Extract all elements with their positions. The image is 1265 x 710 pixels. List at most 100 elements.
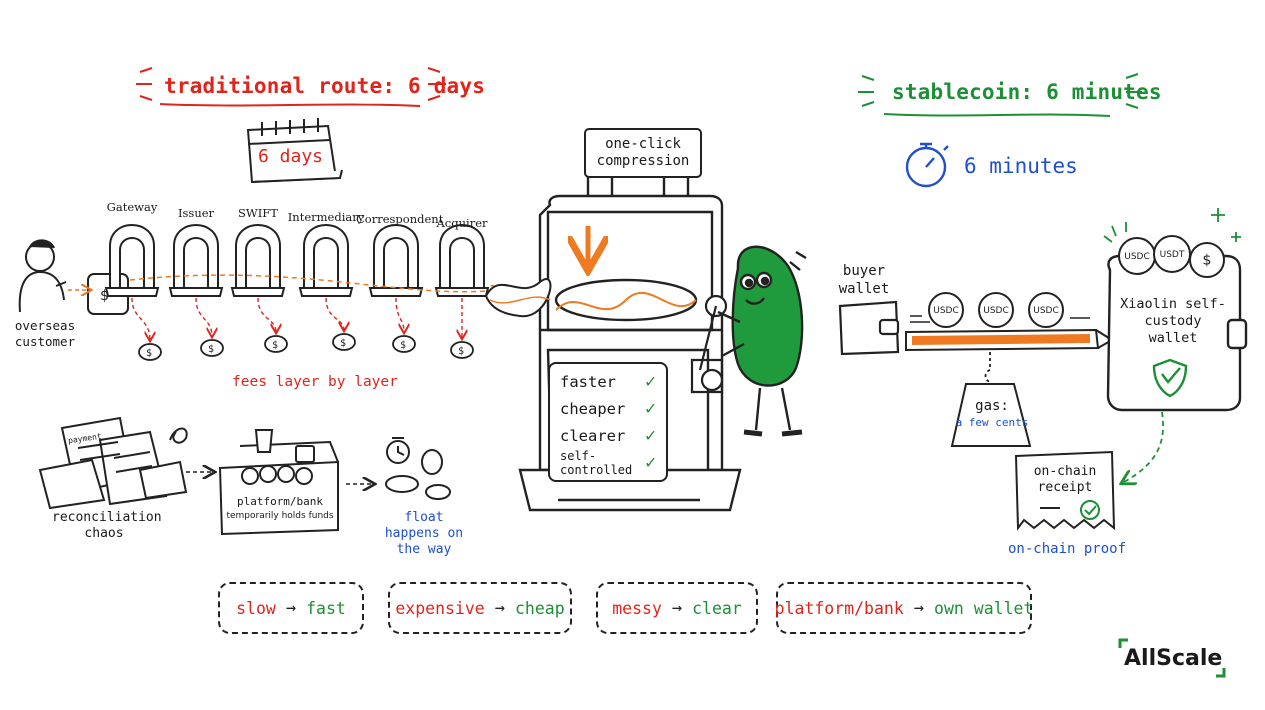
comparison-to: fast: [306, 598, 346, 618]
traditional-route-title: traditional route: 6 days: [164, 74, 486, 98]
reconciliation-chaos-label: reconciliation chaos: [52, 510, 162, 541]
stage-label-intermediary: Intermediary: [287, 210, 365, 224]
right-arrow-icon: →: [913, 598, 925, 618]
one-click-compression-sign: one-click compression: [584, 128, 702, 178]
stopwatch-icon: [905, 142, 949, 188]
float-clock-coins-icon: [385, 437, 451, 500]
svg-text:$: $: [100, 288, 109, 304]
fee-arrow: [195, 297, 212, 336]
coin-label: USDC: [983, 306, 1009, 316]
benefit-label: faster: [560, 372, 616, 391]
holds-funds-line: temporarily holds funds: [226, 511, 334, 521]
benefits-panel: faster✓cheaper✓clearer✓self-controlled✓: [548, 362, 668, 482]
platform-bank-line: platform/bank: [236, 495, 324, 508]
coin-label: $: [1203, 253, 1212, 269]
float-happens-label: float happens on the way: [384, 510, 464, 557]
stage-gate-swift: [235, 224, 281, 289]
wallet-to-receipt-arrow: [1124, 411, 1164, 482]
reconciliation-papers-icon: [38, 416, 188, 510]
stage-gate-base: [230, 287, 286, 297]
fee-coin-icon: [138, 343, 162, 361]
brand-logo: AllScale: [1124, 646, 1223, 671]
coin-icon: [928, 292, 964, 328]
stage-gate-issuer: [173, 224, 219, 289]
buyer-wallet-label: buyer wallet: [838, 263, 890, 297]
fee-arrow: [325, 297, 344, 330]
stage-label-correspondent: Correspondent: [356, 212, 444, 226]
coin-icon: [1189, 242, 1225, 278]
fee-coin-symbol: $: [208, 344, 214, 355]
self-custody-wallet-icon: [1106, 254, 1248, 412]
comparison-pill: slow→fast: [218, 582, 364, 634]
stage-label-gateway: Gateway: [106, 200, 158, 214]
gas-text: gas: a few cents: [952, 398, 1032, 429]
coin-icon: [1028, 292, 1064, 328]
traditional-flow-line: [129, 274, 500, 292]
right-arrow-icon: →: [494, 598, 505, 618]
fee-coin-symbol: $: [400, 340, 406, 351]
stage-label-issuer: Issuer: [177, 206, 215, 220]
paper-roll: [484, 278, 552, 318]
gas-weight: [950, 383, 1032, 447]
stage-label-swift: SWIFT: [238, 206, 278, 220]
checkmark-icon: ✓: [645, 452, 656, 473]
buyer-wallet-icon: [838, 300, 900, 356]
comparison-to: cheap: [514, 598, 565, 618]
stage-gate-acquirer: [439, 224, 485, 289]
fee-coin-symbol: $: [458, 346, 464, 357]
platform-bank-box: [218, 429, 339, 536]
benefit-label: clearer: [560, 426, 626, 445]
fee-arrow: [395, 297, 404, 332]
comparison-pill: expensive → cheap: [388, 582, 572, 634]
comparison-to: own wallet: [934, 598, 1034, 618]
comparison-from: expensive: [395, 598, 485, 618]
self-custody-wallet-label: Xiaolin self-custody wallet: [1120, 296, 1226, 346]
fee-coin-icon: [332, 333, 356, 351]
fee-coin-symbol: $: [272, 340, 278, 351]
stage-gate-base: [298, 287, 354, 297]
benefit-item: faster ✓: [560, 368, 656, 395]
benefit-label: cheaper: [560, 399, 626, 418]
benefit-item: clearer✓: [560, 422, 656, 449]
gas-hook: [984, 352, 991, 383]
coin-label: USDC: [1124, 252, 1150, 262]
right-arrow-icon: →: [671, 598, 683, 618]
stage-label-acquirer: Acquirer: [436, 216, 488, 230]
gas-label: gas:: [975, 398, 1009, 414]
brand-logo-mark: [1118, 638, 1226, 678]
fees-label: fees layer by layer: [232, 374, 398, 390]
coin-label: USDC: [933, 306, 959, 316]
checkmark-icon: ✓: [645, 398, 656, 419]
coin-label: USDC: [1033, 306, 1059, 316]
fee-arrow: [131, 297, 150, 340]
transfer-rail: [905, 315, 1114, 352]
comparison-to: clear: [692, 598, 742, 618]
benefit-item: self-controlled✓: [560, 449, 656, 477]
stage-gate-base: [168, 287, 224, 297]
fee-coin-icon: [392, 335, 416, 353]
checkmark-icon: ✓: [645, 371, 656, 392]
on-chain-receipt-label: on-chain receipt: [1033, 464, 1097, 495]
stage-gate-correspondent: [373, 224, 419, 289]
coin-label: USDT: [1160, 250, 1185, 260]
comparison-pill: platform/bank→own wallet: [775, 582, 1034, 634]
comparison-from: slow: [236, 598, 276, 618]
overseas-customer-label: overseas customer: [14, 318, 76, 349]
mascot-character: [717, 245, 807, 437]
stage-gate-base: [104, 287, 160, 297]
fee-arrow: [257, 297, 276, 332]
fee-coin-symbol: $: [146, 348, 152, 359]
fee-coin-symbol: $: [340, 338, 346, 349]
gas-value: a few cents: [955, 416, 1029, 429]
coin-icon: [978, 292, 1014, 328]
traditional-title-decor: [136, 67, 446, 107]
machine-crank: [690, 294, 728, 394]
sparkle-icon: [1103, 208, 1241, 243]
stablecoin-title-decor: [858, 73, 1142, 117]
on-chain-proof-label: on-chain proof: [1008, 541, 1127, 557]
comparison-pill: messy→clear: [596, 582, 758, 634]
coin-icon: [1153, 235, 1191, 273]
calendar-icon: [246, 118, 343, 184]
fee-coin-icon: [264, 335, 288, 353]
timer-text: 6 minutes: [964, 154, 1078, 178]
